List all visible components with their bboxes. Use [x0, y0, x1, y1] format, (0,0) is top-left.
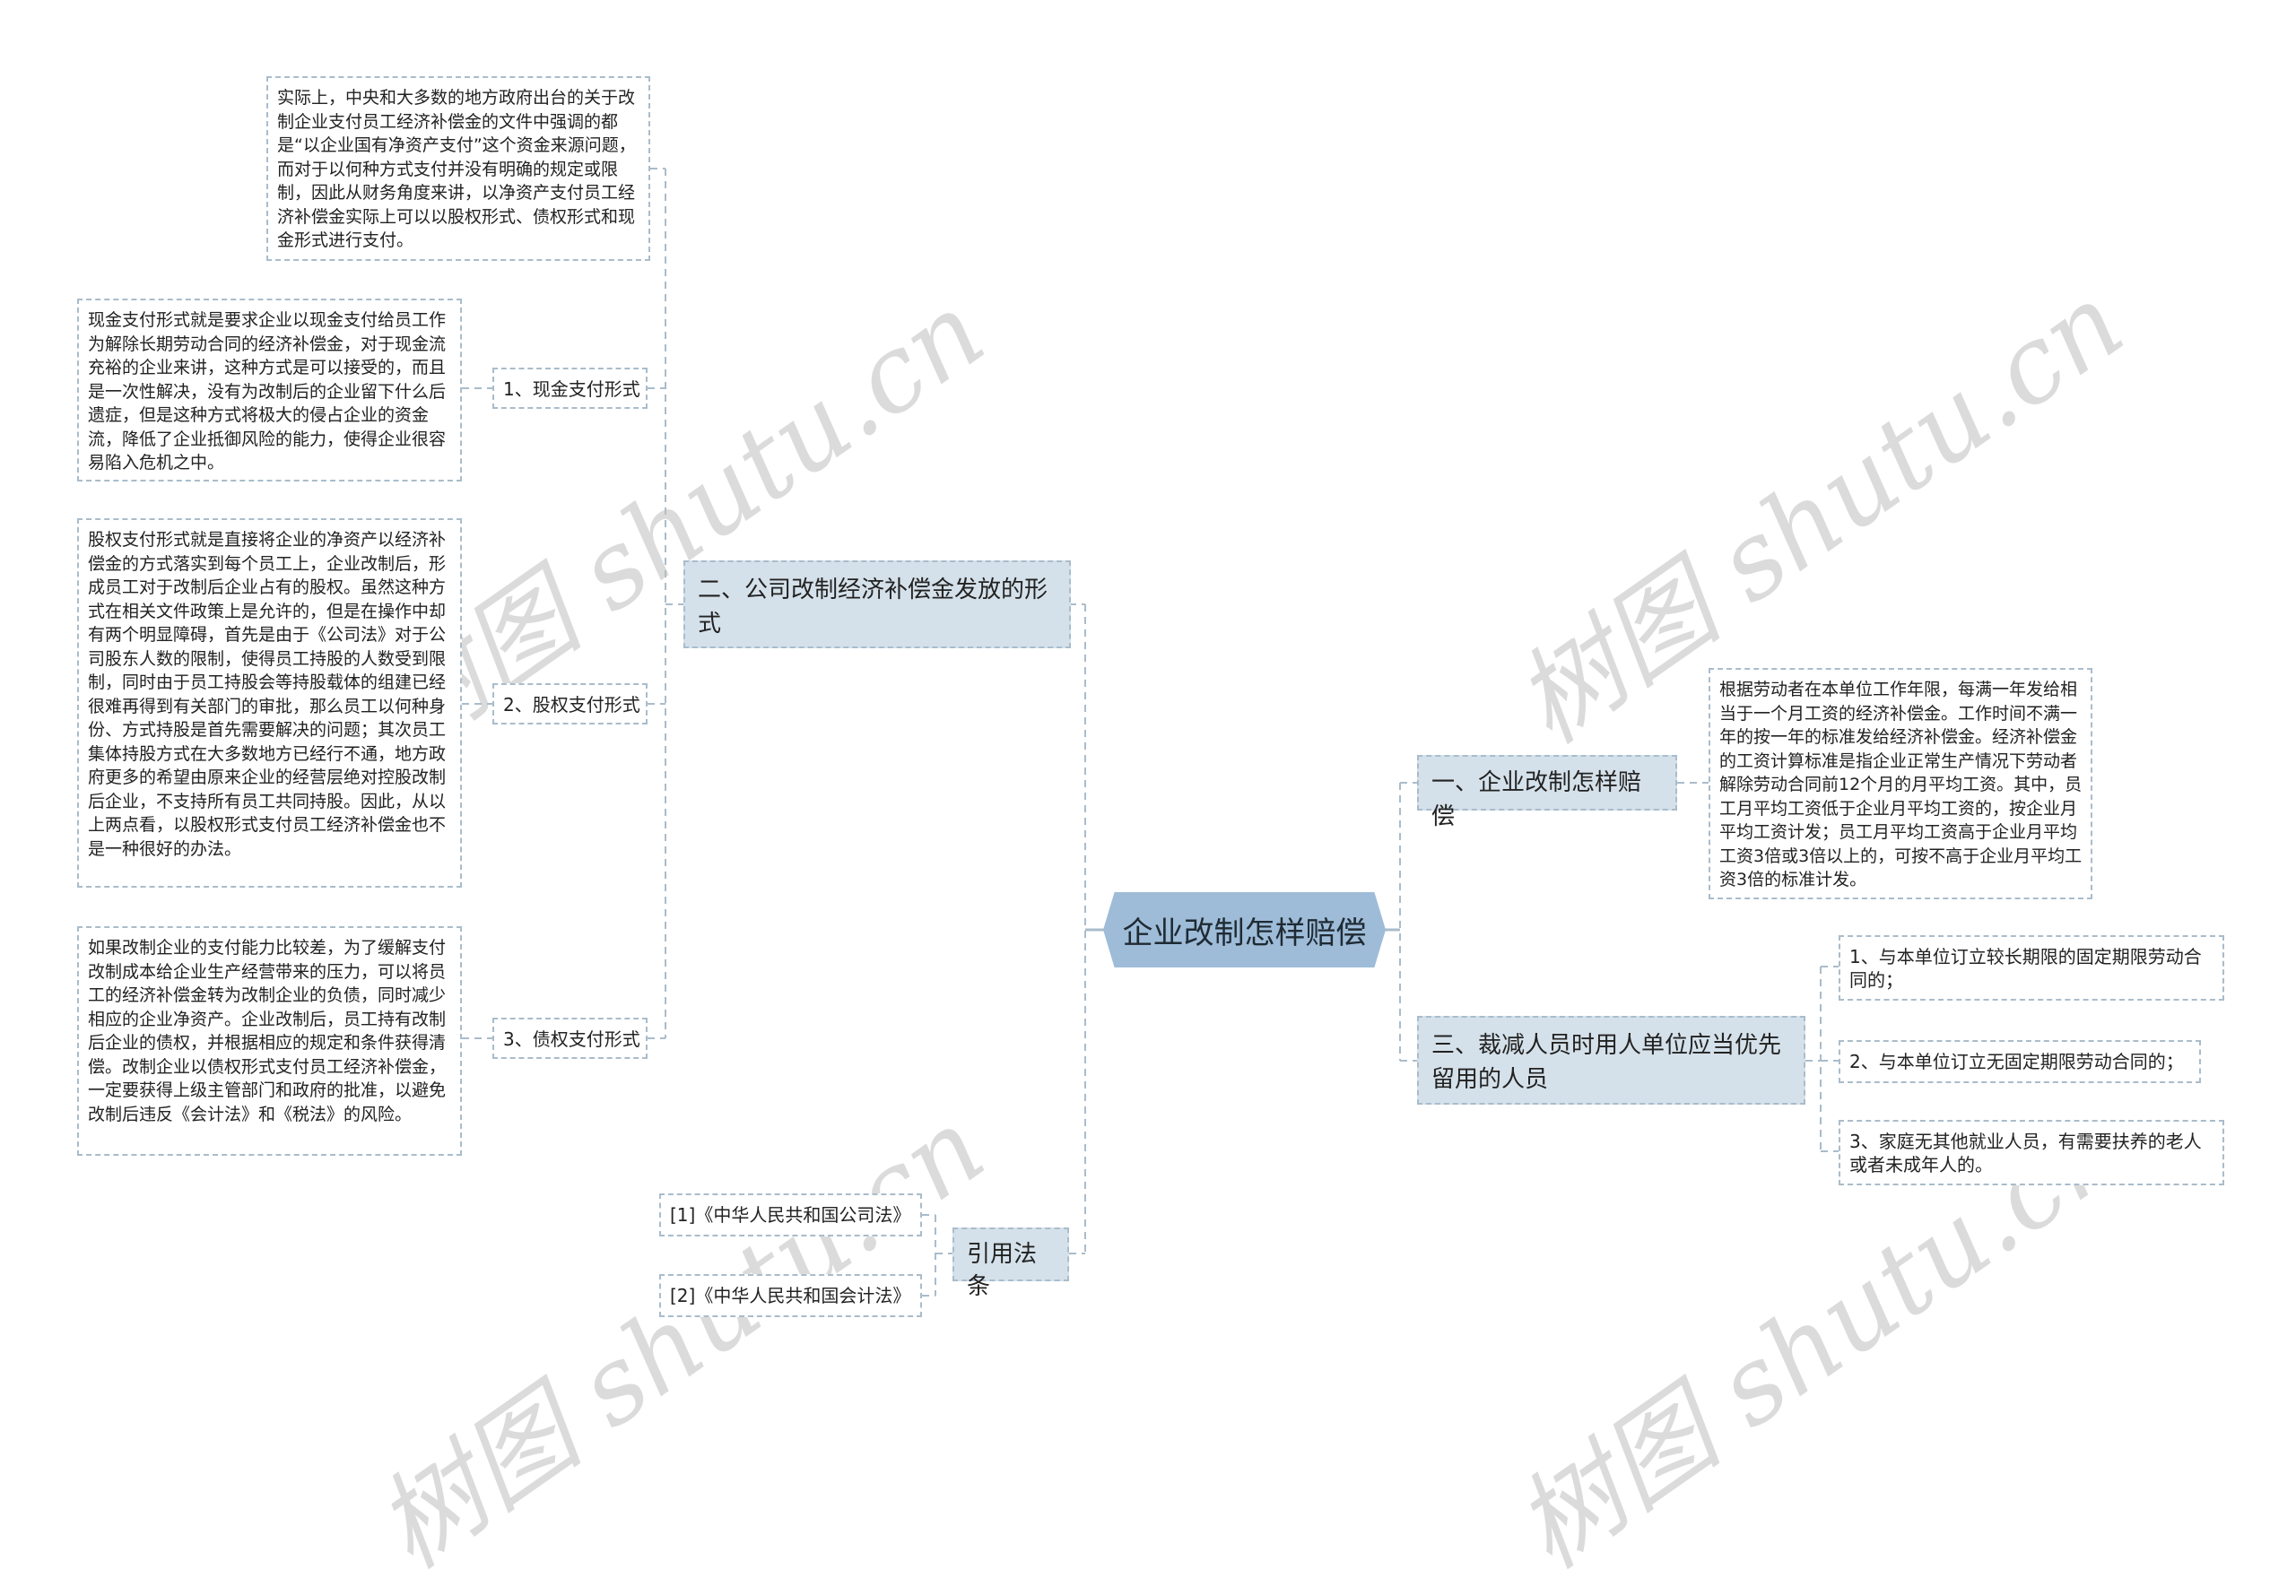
branch-section-1[interactable]: 一、企业改制怎样赔偿	[1417, 755, 1677, 830]
reference-item-company-law[interactable]: [1]《中华人民共和国公司法》	[659, 1193, 922, 1236]
root-title: 企业改制怎样赔偿	[1122, 915, 1367, 951]
branch-section-2[interactable]: 二、公司改制经济补偿金发放的形式	[683, 560, 1071, 648]
section-2-intro[interactable]: 实际上，中央和大多数的地方政府出台的关于改制企业支付员工经济补偿金的文件中强调的…	[266, 76, 650, 261]
sub-item-equity-payment[interactable]: 2、股权支付形式	[492, 683, 648, 724]
retain-item-label: 1、与本单位订立较长期限的固定期限劳动合同的；	[1849, 946, 2202, 991]
section-2-intro-text: 实际上，中央和大多数的地方政府出台的关于改制企业支付员工经济补偿金的文件中强调的…	[277, 88, 636, 250]
reference-label: [2]《中华人民共和国会计法》	[670, 1285, 911, 1306]
retain-item-label: 3、家庭无其他就业人员，有需要扶养的老人或者未成年人的。	[1849, 1131, 2202, 1175]
branch-references-title: 引用法条	[967, 1241, 1038, 1300]
detail-text: 如果改制企业的支付能力比较差，为了缓解支付改制成本给企业生产经营带来的压力，可以…	[88, 938, 447, 1124]
retain-item-label: 2、与本单位订立无固定期限劳动合同的；	[1849, 1051, 2184, 1072]
retain-item-3[interactable]: 3、家庭无其他就业人员，有需要扶养的老人或者未成年人的。	[1839, 1120, 2224, 1185]
connector-lines	[462, 168, 1839, 1297]
branch-section-3[interactable]: 三、裁减人员时用人单位应当优先留用的人员	[1417, 1016, 1805, 1105]
branch-section-3-title: 三、裁减人员时用人单位应当优先留用的人员	[1431, 1032, 1782, 1093]
sub-item-cash-payment[interactable]: 1、现金支付形式	[492, 368, 648, 409]
root-node[interactable]: 企业改制怎样赔偿	[1103, 892, 1386, 967]
reference-label: [1]《中华人民共和国公司法》	[670, 1204, 911, 1226]
sub-item-label: 2、股权支付形式	[503, 694, 640, 716]
detail-text: 股权支付形式就是直接将企业的净资产以经济补偿金的方式落实到每个员工上，企业改制后…	[88, 530, 447, 859]
reference-item-accounting-law[interactable]: [2]《中华人民共和国会计法》	[659, 1274, 922, 1317]
detail-equity-payment[interactable]: 股权支付形式就是直接将企业的净资产以经济补偿金的方式落实到每个员工上，企业改制后…	[77, 518, 462, 888]
branch-section-1-title: 一、企业改制怎样赔偿	[1431, 769, 1642, 830]
branch-section-2-title: 二、公司改制经济补偿金发放的形式	[698, 577, 1048, 638]
sub-item-debt-payment[interactable]: 3、债权支付形式	[492, 1018, 648, 1059]
detail-debt-payment[interactable]: 如果改制企业的支付能力比较差，为了缓解支付改制成本给企业生产经营带来的压力，可以…	[77, 926, 462, 1156]
retain-item-1[interactable]: 1、与本单位订立较长期限的固定期限劳动合同的；	[1839, 935, 2224, 1001]
retain-item-2[interactable]: 2、与本单位订立无固定期限劳动合同的；	[1839, 1040, 2201, 1083]
section-1-detail-text: 根据劳动者在本单位工作年限，每满一年发给相当于一个月工资的经济补偿金。工作时间不…	[1719, 680, 2083, 889]
detail-cash-payment[interactable]: 现金支付形式就是要求企业以现金支付给员工作为解除长期劳动合同的经济补偿金，对于现…	[77, 299, 462, 481]
detail-text: 现金支付形式就是要求企业以现金支付给员工作为解除长期劳动合同的经济补偿金，对于现…	[88, 310, 447, 473]
sub-item-label: 3、债权支付形式	[503, 1028, 640, 1050]
section-1-detail[interactable]: 根据劳动者在本单位工作年限，每满一年发给相当于一个月工资的经济补偿金。工作时间不…	[1709, 668, 2092, 899]
sub-item-label: 1、现金支付形式	[503, 378, 640, 400]
branch-references[interactable]: 引用法条	[952, 1227, 1069, 1300]
